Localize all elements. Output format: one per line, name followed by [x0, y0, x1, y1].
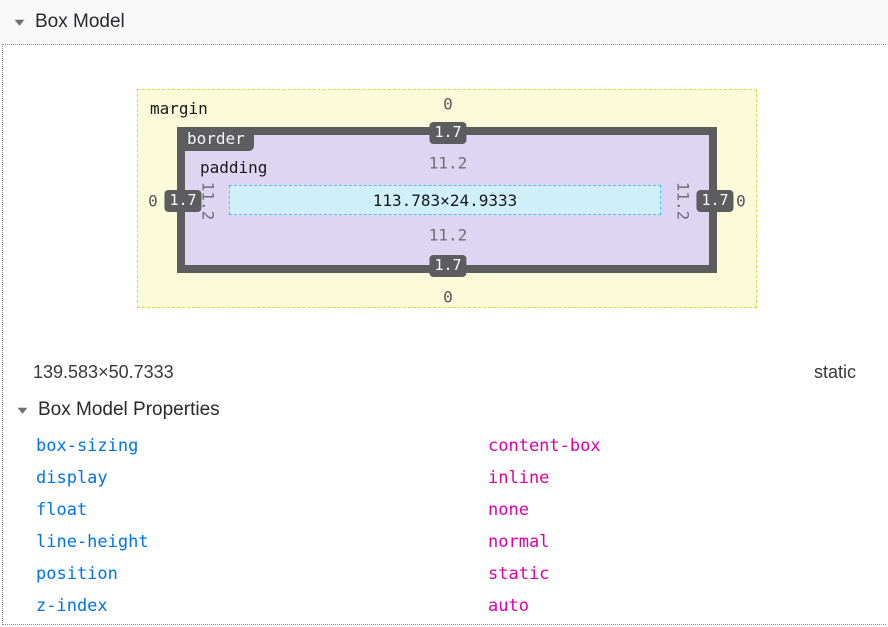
property-name[interactable]: z-index — [36, 596, 108, 616]
property-name[interactable]: float — [36, 500, 88, 520]
property-row: float none — [3, 494, 886, 526]
property-row: line-height normal — [3, 526, 886, 558]
property-value: normal — [488, 532, 550, 552]
padding-top-value[interactable]: 11.2 — [428, 153, 468, 173]
element-position: static — [813, 361, 856, 382]
property-row: box-sizing content-box — [3, 430, 886, 462]
property-value: content-box — [488, 436, 601, 456]
padding-right-value[interactable]: 11.2 — [673, 181, 693, 221]
box-model-properties-header[interactable]: Box Model Properties — [3, 397, 886, 423]
properties-section-title: Box Model Properties — [38, 399, 220, 420]
property-row: display inline — [3, 462, 886, 494]
property-value: auto — [488, 596, 529, 616]
element-dimensions: 139.583×50.7333 — [33, 361, 174, 382]
property-row: z-index auto — [3, 590, 886, 622]
margin-bottom-value[interactable]: 0 — [443, 287, 453, 307]
property-value: static — [488, 564, 550, 584]
border-label: border — [178, 128, 254, 151]
padding-label: padding — [200, 158, 268, 177]
margin-label: margin — [150, 99, 208, 118]
content-region[interactable]: 113.783×24.9333 — [229, 185, 661, 215]
content-size: 113.783×24.9333 — [372, 190, 518, 210]
property-name[interactable]: position — [36, 564, 118, 584]
property-value: none — [488, 500, 529, 520]
chevron-down-icon[interactable] — [16, 404, 28, 416]
border-top-value[interactable]: 1.7 — [429, 122, 467, 144]
padding-bottom-value[interactable]: 11.2 — [428, 225, 468, 245]
property-name[interactable]: line-height — [36, 532, 149, 552]
triangle-down-icon — [14, 19, 24, 26]
property-name[interactable]: display — [36, 468, 108, 488]
panel-title: Box Model — [35, 11, 125, 32]
box-model-header[interactable]: Box Model — [0, 0, 888, 44]
box-model-panel: margin 0 0 0 0 border padding 1.7 1.7 1.… — [2, 44, 886, 625]
border-left-value[interactable]: 1.7 — [164, 190, 202, 212]
chevron-down-icon[interactable] — [13, 16, 25, 28]
element-summary-row: 139.583×50.7333 static — [3, 361, 886, 383]
triangle-down-icon — [17, 407, 27, 414]
margin-region[interactable]: margin 0 0 0 0 border padding 1.7 1.7 1.… — [137, 89, 757, 308]
border-right-value[interactable]: 1.7 — [696, 190, 734, 212]
margin-top-value[interactable]: 0 — [443, 94, 453, 114]
properties-list: box-sizing content-box display inline fl… — [3, 430, 886, 622]
border-bottom-value[interactable]: 1.7 — [429, 255, 467, 277]
property-row: position static — [3, 558, 886, 590]
property-value: inline — [488, 468, 550, 488]
margin-right-value[interactable]: 0 — [736, 191, 746, 211]
margin-left-value[interactable]: 0 — [148, 191, 158, 211]
property-name[interactable]: box-sizing — [36, 436, 139, 456]
